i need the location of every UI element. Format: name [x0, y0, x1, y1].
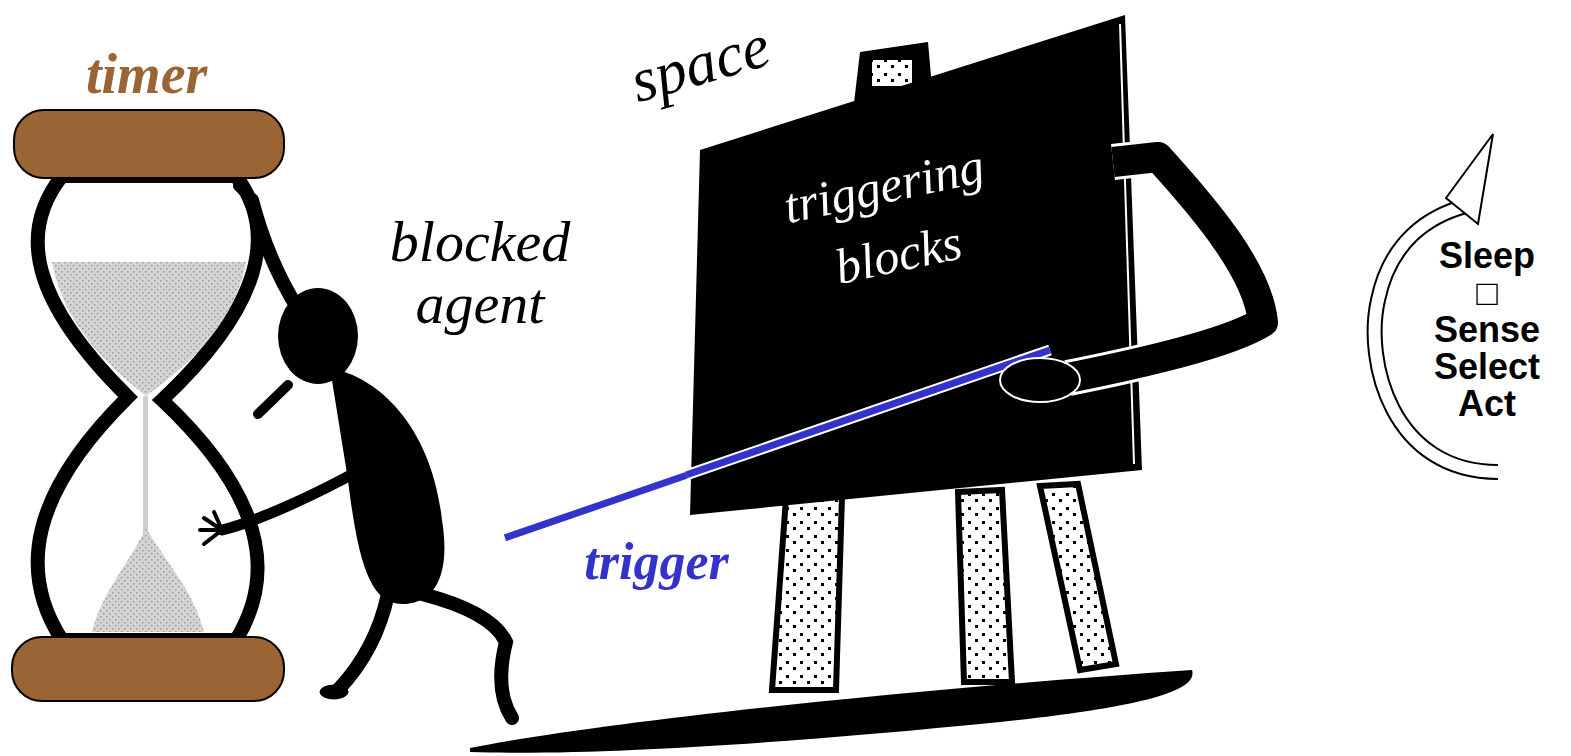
pointer-line: [505, 475, 688, 538]
trigger-pointer: [505, 475, 688, 538]
agent-label: blocked agent: [355, 211, 605, 335]
board-node: spacetriggering blocks: [688, 12, 1143, 517]
cycle-text: Sleep□SenseSelectAct: [1412, 237, 1562, 422]
timer-node: timer: [12, 108, 287, 703]
cycle-step: Sleep: [1412, 237, 1562, 274]
pointer-stick: [686, 350, 1050, 475]
space-label: space: [622, 10, 777, 117]
pointer-stick: [686, 350, 1050, 475]
easel-hand: [1000, 358, 1080, 402]
easel-arm: [1068, 157, 1263, 378]
easel-arm: [1068, 157, 1263, 378]
timer-label: timer: [86, 42, 207, 106]
blackboard: [690, 15, 1142, 515]
board-edge: [1120, 24, 1134, 464]
hourglass: [12, 110, 284, 701]
cycle-step: Act: [1412, 385, 1562, 422]
cycle-step: □: [1412, 274, 1562, 311]
cycle-step: Select: [1412, 348, 1562, 385]
edge-label: trigger: [580, 534, 732, 590]
agent-node: blocked agent: [205, 195, 505, 725]
cycle-step: Sense: [1412, 311, 1562, 348]
